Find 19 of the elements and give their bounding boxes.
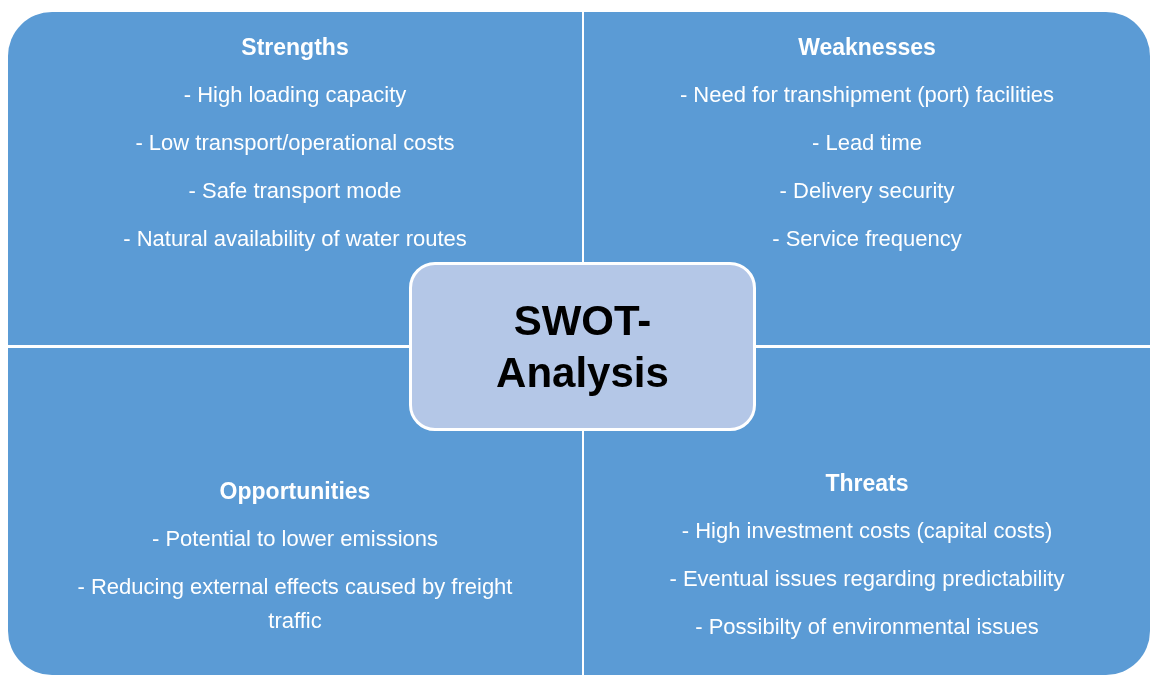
quadrant-heading: Strengths <box>241 33 349 62</box>
quadrant-heading: Opportunities <box>219 477 371 506</box>
list-item: - High investment costs (capital costs) <box>681 517 1053 545</box>
center-title: SWOT- Analysis <box>495 295 670 398</box>
list-item: - Lead time <box>811 129 923 157</box>
center-box <box>409 262 756 431</box>
list-item: - Potential to lower emissions <box>151 525 439 553</box>
list-item: - Reducing external effects caused by freight traffic <box>76 573 514 635</box>
list-item: - Need for transhipment (port) facilities <box>679 81 1055 109</box>
list-item: - Safe transport mode <box>188 177 402 205</box>
list-item: - Delivery security <box>779 177 955 205</box>
list-item: - High loading capacity <box>183 81 407 109</box>
list-item: - Possibilty of environmental issues <box>695 613 1039 641</box>
list-item: - Service frequency <box>772 225 962 253</box>
list-item: - Natural availability of water routes <box>123 225 467 253</box>
quadrant-heading: Threats <box>825 469 909 498</box>
list-item: - Eventual issues regarding predictability <box>669 565 1065 593</box>
list-item: - Low transport/operational costs <box>135 129 455 157</box>
quadrant-heading: Weaknesses <box>798 33 936 62</box>
